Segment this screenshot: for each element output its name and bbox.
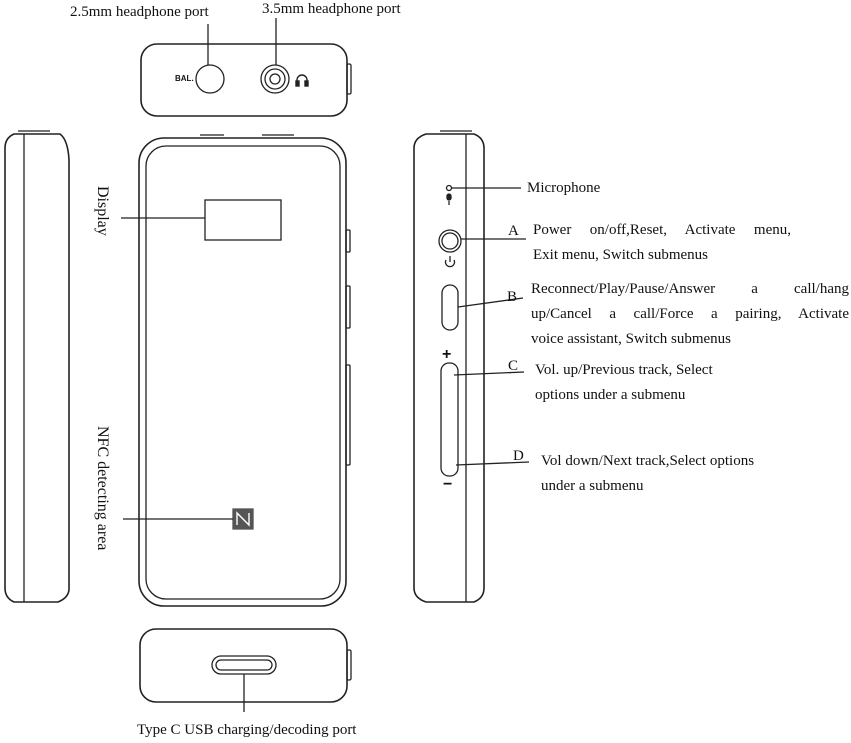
nfc-icon [232, 508, 254, 530]
volume-minus-mark: − [443, 476, 453, 493]
label-3-5mm-port: 3.5mm headphone port [262, 1, 401, 17]
button-letter-b: B [507, 289, 518, 305]
port-2-5mm [195, 64, 225, 94]
top-view [140, 18, 352, 117]
volume-rocker [440, 362, 459, 477]
button-letter-d: D [513, 448, 524, 464]
label-microphone: Microphone [527, 180, 601, 196]
button-a-description: Power on/off,Reset, Activate menu, Exit … [533, 222, 791, 263]
usb-c-port [211, 655, 277, 675]
button-letter-a: A [508, 223, 519, 239]
multifunction-button [441, 284, 459, 331]
headphone-icon [295, 74, 309, 87]
right-side-view [413, 130, 530, 603]
button-c-description: Vol. up/Previous track, Select options u… [535, 362, 713, 403]
label-usb-c-port: Type C USB charging/decoding port [137, 722, 357, 738]
button-letter-c: C [508, 358, 519, 374]
label-nfc-area: NFC detecting area [94, 426, 111, 551]
button-b-description: Reconnect/Play/Pause/Answer a call/hang … [531, 281, 849, 347]
display-screen [204, 199, 282, 241]
label-2-5mm-port: 2.5mm headphone port [70, 4, 209, 20]
button-d-description: Vol down/Next track,Select options under… [541, 453, 755, 494]
label-display: Display [94, 186, 111, 236]
front-view [121, 134, 351, 607]
volume-plus-mark: + [442, 346, 452, 363]
port-3-5mm [260, 64, 290, 94]
microphone-icon [445, 184, 453, 205]
bottom-view [139, 628, 352, 712]
power-icon [444, 256, 456, 268]
power-button [438, 229, 462, 253]
bal-marking: BAL. [175, 74, 194, 83]
left-side-view [4, 130, 70, 603]
